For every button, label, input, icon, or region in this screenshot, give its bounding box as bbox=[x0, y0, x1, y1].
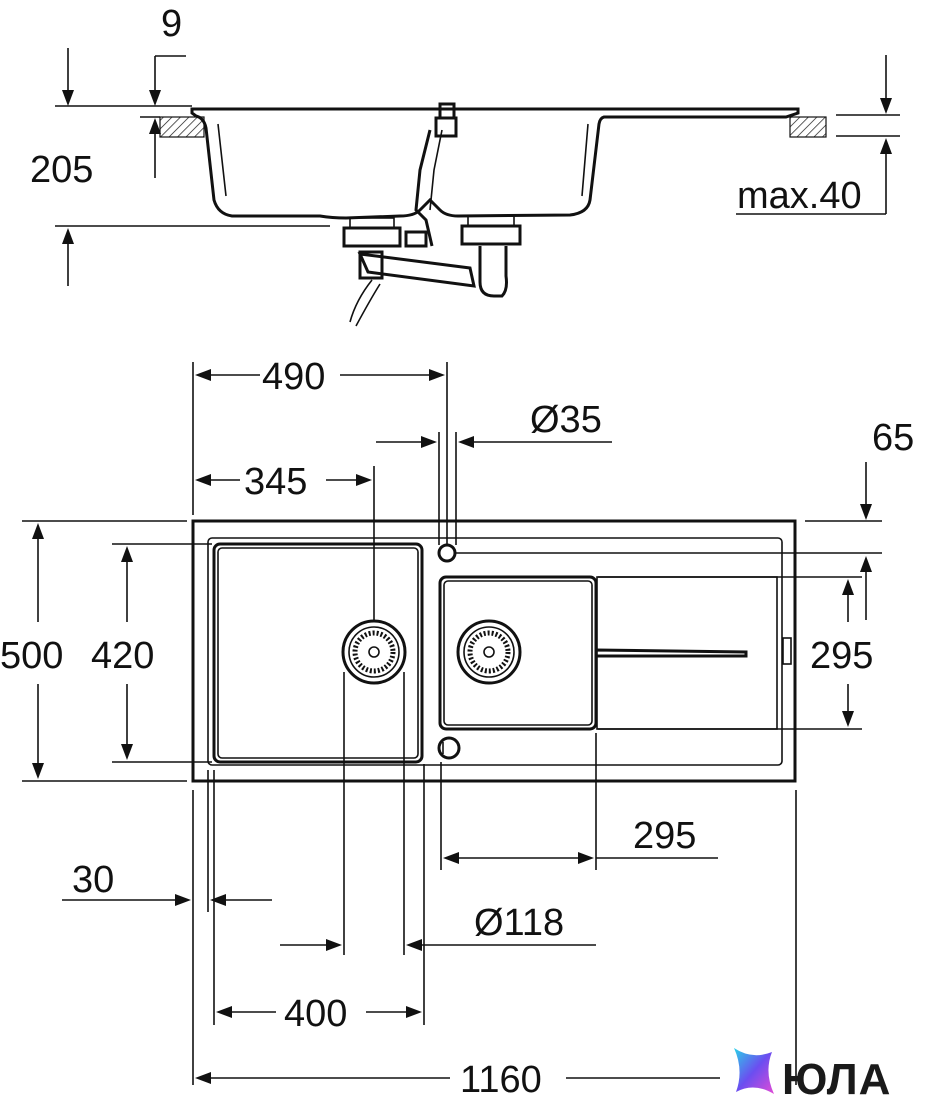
worktop-left bbox=[159, 116, 205, 138]
brand-logo-text: ЮЛА bbox=[782, 1055, 891, 1100]
dim-max-worktop: max.40 bbox=[737, 175, 862, 217]
dim-left-drain-offset: 345 bbox=[244, 461, 307, 503]
overflow-hole bbox=[437, 736, 461, 760]
dim-total-width: 1160 bbox=[460, 1059, 542, 1100]
drain-left-top bbox=[341, 619, 407, 685]
dim-edge-offset: 65 bbox=[872, 417, 914, 459]
dim-left-bowl-inner: 400 bbox=[284, 993, 347, 1035]
drainer-groove bbox=[594, 648, 748, 658]
tap-hole bbox=[437, 543, 457, 563]
drain-right-top bbox=[456, 619, 522, 685]
dim-bowl-depth: 420 bbox=[91, 635, 154, 677]
overflow-tube bbox=[414, 129, 434, 247]
dim-small-bowl-depth: 295 bbox=[810, 635, 873, 677]
drainer-area bbox=[596, 576, 778, 730]
sink-profile bbox=[190, 107, 800, 220]
large-bowl bbox=[212, 542, 424, 764]
dim-depth: 205 bbox=[30, 149, 93, 191]
dim-rim-thickness: 9 bbox=[161, 3, 182, 45]
dim-total-depth: 500 bbox=[0, 635, 63, 677]
top-plan-view: 490 Ø35 345 65 500 bbox=[0, 356, 914, 1100]
side-section-view: 9 205 max.40 bbox=[30, 3, 900, 327]
sink-outline bbox=[191, 519, 797, 783]
tap-connector bbox=[438, 102, 456, 120]
dim-tap-hole: Ø35 bbox=[530, 399, 602, 441]
dim-rim-width: 30 bbox=[72, 859, 114, 901]
dim-drain-diameter: Ø118 bbox=[474, 902, 564, 944]
brand-logo-icon bbox=[734, 1048, 774, 1094]
brand-logo: ЮЛА bbox=[734, 1048, 891, 1100]
dim-left-bowl-width: 490 bbox=[262, 356, 325, 398]
waste-pipe bbox=[357, 252, 476, 288]
worktop-right bbox=[789, 116, 827, 138]
dim-small-bowl-width: 295 bbox=[633, 815, 696, 857]
sink-inner-rim bbox=[207, 537, 783, 766]
